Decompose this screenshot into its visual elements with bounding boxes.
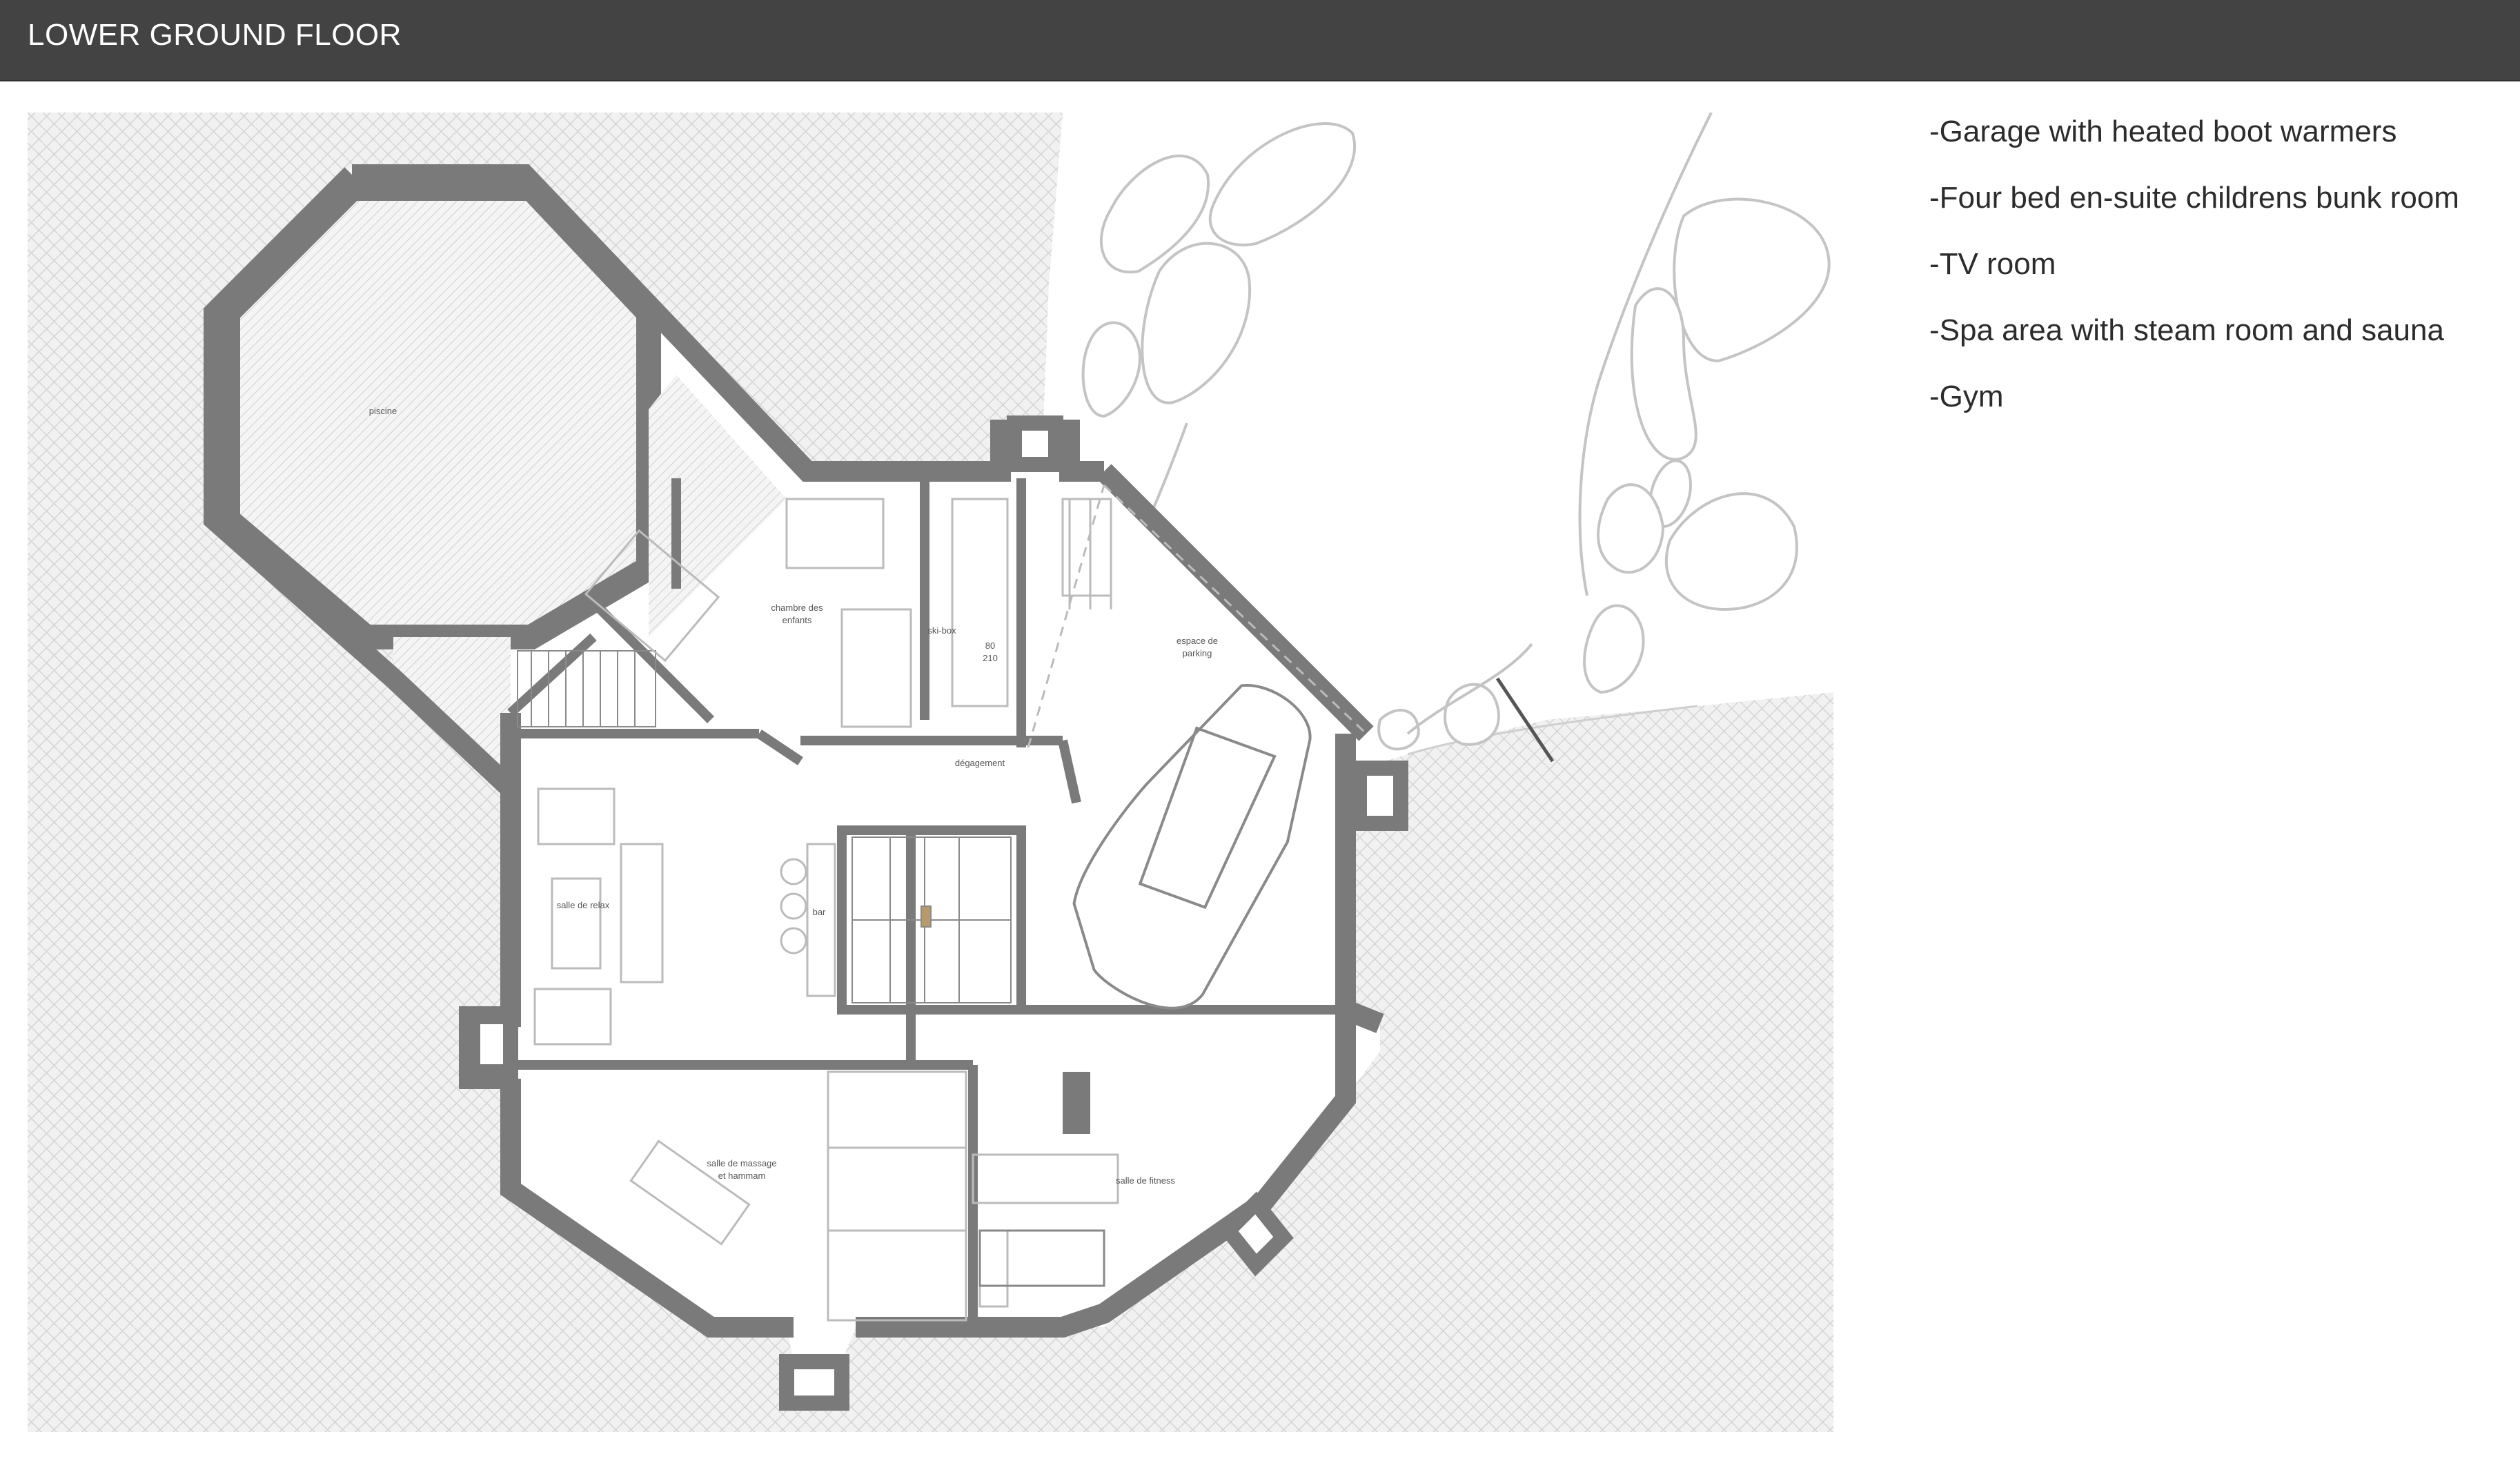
label-door-height: 210 bbox=[983, 653, 998, 663]
gym-bench bbox=[1063, 1072, 1090, 1134]
label-chambre-2: enfants bbox=[782, 615, 812, 625]
label-degagement: dégagement bbox=[955, 758, 1005, 768]
feature-item: -Gym bbox=[1929, 380, 2004, 413]
label-parking-2: parking bbox=[1183, 648, 1212, 658]
label-parking: espace de bbox=[1177, 636, 1218, 646]
label-chambre: chambre des bbox=[771, 603, 823, 613]
feature-item: -Spa area with steam room and sauna bbox=[1929, 313, 2444, 347]
label-massage: salle de massage bbox=[707, 1158, 776, 1168]
pool bbox=[215, 176, 661, 649]
label-piscine: piscine bbox=[369, 406, 397, 416]
columns bbox=[465, 415, 1408, 1411]
label-relax: salle de relax bbox=[557, 900, 610, 910]
feature-item: -Four bed en-suite childrens bunk room bbox=[1929, 181, 2459, 215]
header-bar: LOWER GROUND FLOOR bbox=[0, 0, 2520, 81]
feature-item: -TV room bbox=[1929, 247, 2056, 281]
label-skibox: ski-box bbox=[927, 625, 956, 636]
floor-plan-drawing: piscine chambre des enfants ski-box 80 2… bbox=[28, 112, 1833, 1432]
label-fitness: salle de fitness bbox=[1116, 1175, 1175, 1186]
label-massage-2: et hammam bbox=[718, 1171, 766, 1181]
stairs bbox=[517, 650, 1012, 1003]
parking-guide bbox=[1027, 484, 1368, 748]
car bbox=[1072, 684, 1312, 1010]
label-bar: bar bbox=[813, 907, 826, 917]
page-title: LOWER GROUND FLOOR bbox=[28, 18, 402, 52]
furniture bbox=[533, 498, 1119, 1322]
feature-list: -Garage with heated boot warmers -Four b… bbox=[1929, 112, 2459, 444]
interior-walls bbox=[507, 478, 1346, 1327]
floor-plan: piscine chambre des enfants ski-box 80 2… bbox=[28, 112, 1833, 1432]
feature-item: -Garage with heated boot warmers bbox=[1929, 115, 2397, 148]
rocks bbox=[1081, 122, 1831, 751]
label-door-width: 80 bbox=[985, 640, 995, 651]
